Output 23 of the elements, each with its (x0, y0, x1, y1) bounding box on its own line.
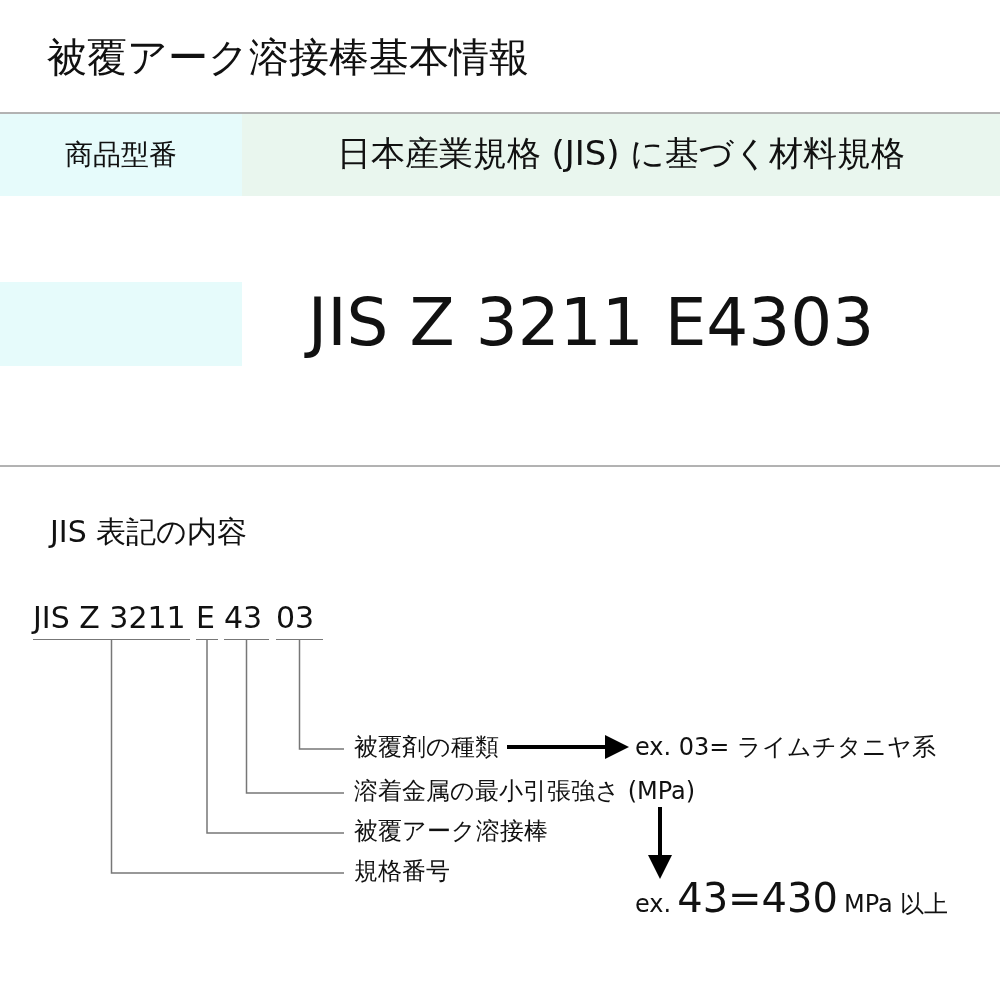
header-cell: 日本産業規格 (JIS) に基づく材料規格 (242, 114, 1000, 196)
header-cell: 商品型番 (0, 114, 242, 196)
code-segment: 03 (276, 600, 323, 640)
table-cell: JIS Z 3211 E4303 (242, 196, 1000, 450)
code-segment: E (196, 600, 218, 640)
section-heading: JIS 表記の内容 (50, 513, 248, 551)
callout-text: 被覆アーク溶接棒 (344, 815, 548, 847)
leader-line (298, 639, 345, 750)
callout-text: 規格番号 (344, 855, 450, 887)
callout-text: 溶着金属の最小引張強さ (MPa) (344, 775, 696, 807)
code-segment: JIS Z 3211 (33, 600, 190, 640)
example-text: ex. (635, 890, 672, 918)
code-segment: 43 (224, 600, 269, 640)
example-text: 43=430 (677, 875, 838, 921)
arrow (507, 735, 629, 759)
leader-line (206, 639, 345, 834)
arrow (648, 807, 672, 879)
leader-line (245, 639, 345, 794)
callout-text: 被覆剤の種類 (344, 731, 507, 763)
example-text: MPa 以上 (843, 890, 949, 918)
example-text: ex. 03= ライムチタニヤ系 (625, 731, 937, 763)
page-title: 被覆アーク溶接棒基本情報 (47, 33, 529, 82)
leader-line (110, 639, 345, 874)
